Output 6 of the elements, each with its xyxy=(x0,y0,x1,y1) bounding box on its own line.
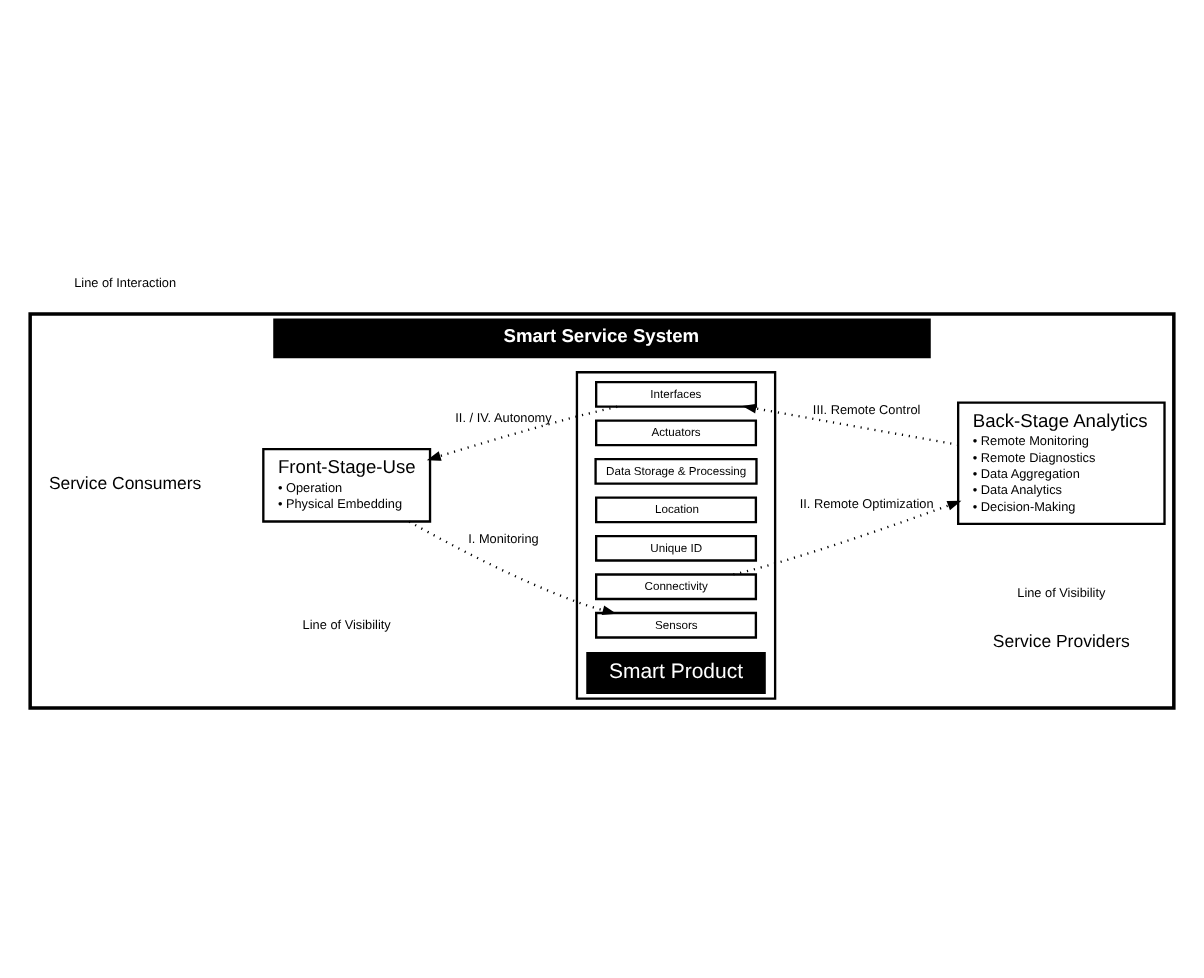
arrow xyxy=(408,519,617,614)
label: Service Providers xyxy=(992,629,1130,650)
arrow xyxy=(733,499,962,575)
label: Service Consumers xyxy=(48,472,202,493)
arrow xyxy=(426,404,618,460)
arrow xyxy=(742,402,959,445)
